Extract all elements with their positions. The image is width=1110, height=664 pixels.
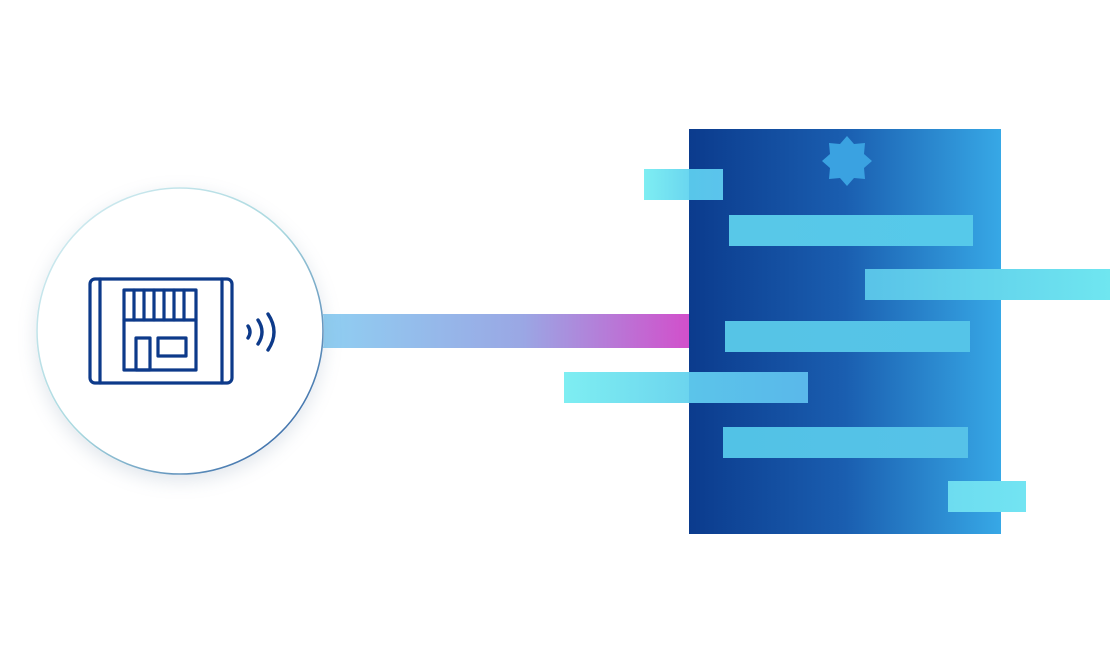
connector-bar bbox=[318, 314, 690, 348]
storefront-terminal-icon bbox=[88, 277, 276, 385]
data-bar-5 bbox=[948, 481, 1026, 512]
data-bar-1 bbox=[729, 215, 973, 246]
data-bar-3 bbox=[725, 321, 970, 352]
contactless-signal-icon bbox=[246, 312, 276, 352]
data-bar-2 bbox=[865, 269, 1110, 300]
data-bar-overlap-1 bbox=[689, 169, 723, 200]
terminal-circle-ring bbox=[36, 187, 324, 475]
terminal-circle bbox=[36, 187, 324, 475]
data-bar-4 bbox=[723, 427, 968, 458]
document-seal-icon bbox=[822, 136, 872, 186]
data-bar-overlap-2 bbox=[689, 372, 808, 403]
